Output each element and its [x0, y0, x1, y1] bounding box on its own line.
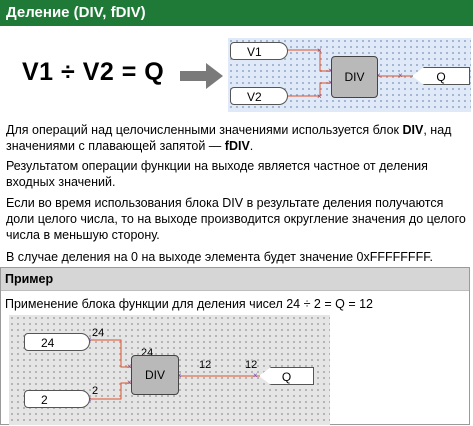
svg-text:×: ×	[127, 378, 132, 387]
paragraph-rounding: Если во время использования блока DIV в …	[6, 196, 466, 242]
example-panel: Пример Применение блока функции для деле…	[0, 267, 470, 425]
wire-label-2: 2	[92, 385, 99, 397]
arrow-right-icon	[180, 63, 223, 89]
svg-text:×: ×	[253, 371, 258, 380]
input-v2: V2	[230, 87, 288, 105]
example-diagram-canvas: × × × × × × 24 2 24 2 24 2 DIV 12 12 Q	[9, 315, 330, 425]
page-title: Деление (DIV, fDIV)	[0, 0, 473, 26]
output-q: Q	[412, 67, 470, 85]
div-block: DIV	[331, 56, 378, 98]
svg-text:×: ×	[328, 66, 333, 75]
formula: V1 ÷ V2 = Q	[22, 58, 165, 86]
example-input-2: 2	[24, 390, 90, 408]
svg-text:×: ×	[127, 362, 132, 371]
diagram-wires: × × × × × ×	[287, 46, 413, 101]
svg-text:×: ×	[317, 46, 322, 55]
wire-label-24: 24	[92, 327, 105, 339]
out-pin-label-12: 12	[199, 359, 212, 371]
example-output-q: Q	[259, 367, 314, 385]
out-wire-label-12: 12	[245, 359, 258, 371]
svg-text:×: ×	[328, 78, 333, 87]
example-input-24: 24	[24, 333, 90, 351]
paragraph-block-types: Для операций над целочисленными значения…	[6, 123, 452, 153]
svg-text:×: ×	[376, 71, 381, 80]
example-title: Пример	[1, 268, 469, 291]
diagram-canvas: × × × × × × V1 V2 DIV Q	[228, 38, 471, 112]
svg-text:×: ×	[317, 92, 322, 101]
svg-text:×: ×	[177, 371, 182, 380]
paragraph-zero-division: В случае деления на 0 на выходе элемента…	[6, 250, 433, 264]
example-div-block: DIV	[131, 355, 179, 395]
paragraph-result: Результатом операции функции на выходе я…	[6, 159, 428, 189]
svg-text:×: ×	[398, 71, 403, 80]
example-text: Применение блока функции для деления чис…	[5, 297, 374, 311]
input-v1: V1	[230, 42, 288, 60]
